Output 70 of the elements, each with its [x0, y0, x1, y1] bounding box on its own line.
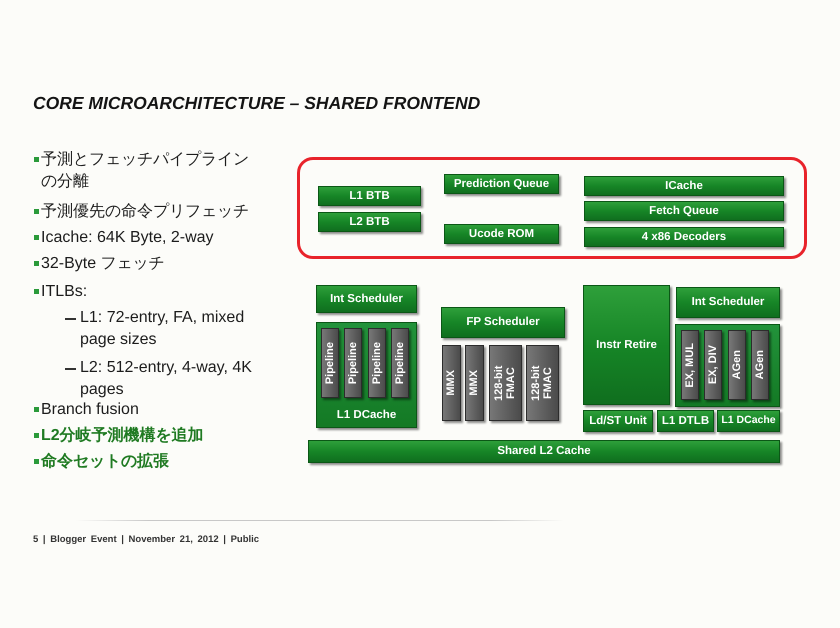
block-label: 128-bit FMAC [530, 364, 555, 403]
bullet-text: 32-Byte フェッチ [41, 254, 166, 274]
block-label: Pipeline [394, 342, 406, 384]
block-label: Int Scheduler [692, 296, 764, 309]
block-label: MMX [445, 370, 458, 396]
unit-block [717, 410, 780, 432]
unit-block [583, 285, 670, 405]
unit-block [657, 410, 714, 432]
unit-bar [526, 345, 559, 421]
unit-bar [391, 328, 409, 398]
unit-block [584, 201, 784, 221]
bullet-text: Branch fusion [41, 400, 140, 420]
unit-block [584, 176, 784, 196]
unit-block [308, 440, 780, 463]
block-label: Prediction Queue [454, 178, 550, 190]
block-label: EX, MUL [684, 342, 696, 388]
block-label: Ld/ST Unit [589, 414, 647, 428]
unit-block [441, 307, 565, 338]
unit-block [318, 186, 421, 206]
unit-bar [681, 330, 699, 400]
block-label: Pipeline [324, 342, 336, 384]
bullet-text: L2: 512-entry, 4-way, 4K pages [80, 358, 253, 400]
highlight-frame [297, 157, 807, 259]
bullet-text: Icache: 64K Byte, 2-way [41, 228, 215, 248]
unit-block [676, 287, 780, 318]
block-label: EX, DIV [706, 345, 720, 385]
block-label: AGen [754, 350, 766, 380]
bullet-text: 予測とフェッチパイプラインの分離 [41, 150, 250, 192]
unit-bar [751, 330, 769, 400]
block-label: 128-bit FMAC [493, 364, 518, 403]
block-label: MMX [468, 370, 481, 396]
block-label: AGen [730, 350, 744, 380]
cluster-panel [675, 324, 780, 407]
block-label: Pipeline [370, 342, 384, 384]
block-label: L1 DTLB [662, 414, 710, 428]
block-label: 4 x86 Decoders [642, 230, 726, 244]
unit-bar [489, 345, 522, 421]
block-label: Shared L2 Cache [497, 445, 591, 458]
unit-block [444, 174, 559, 194]
block-label: Int Scheduler [330, 292, 403, 306]
block-label: FP Scheduler [466, 316, 540, 329]
unit-bar [368, 328, 386, 398]
unit-block [584, 227, 784, 247]
slide-title: CORE MICROARCHITECTURE – SHARED FRONTEND [33, 92, 480, 114]
bullet-text: L1: 72-entry, FA, mixed page sizes [80, 308, 246, 350]
unit-bar [321, 328, 339, 398]
block-label: L1 DCache [721, 415, 776, 427]
bullet-text: ITLBs: [41, 282, 88, 302]
unit-block [583, 410, 653, 432]
block-label: Fetch Queue [649, 204, 719, 218]
bullet-text: 命令セットの拡張 [41, 452, 170, 472]
block-label: L2 BTB [349, 216, 390, 228]
block-label: L1 DCache [336, 409, 396, 422]
footer-text: 5 | Blogger Event | November 21, 2012 | Public [33, 534, 260, 546]
unit-bar [704, 330, 722, 400]
block-label: L1 BTB [349, 190, 390, 202]
unit-block [318, 212, 421, 232]
unit-bar [465, 345, 484, 421]
unit-bar [442, 345, 461, 421]
unit-block [444, 224, 559, 244]
block-label: Instr Retire [596, 338, 657, 352]
unit-bar [728, 330, 746, 400]
block-label: ICache [665, 180, 703, 192]
cluster-panel [316, 322, 417, 428]
unit-block [316, 285, 417, 313]
bullet-text: 予測優先の命令プリフェッチ [41, 202, 250, 222]
bullet-text: L2分岐予測機構を追加 [41, 426, 205, 446]
block-label: Ucode ROM [468, 228, 534, 240]
block-label: Pipeline [346, 342, 360, 384]
unit-bar [344, 328, 362, 398]
